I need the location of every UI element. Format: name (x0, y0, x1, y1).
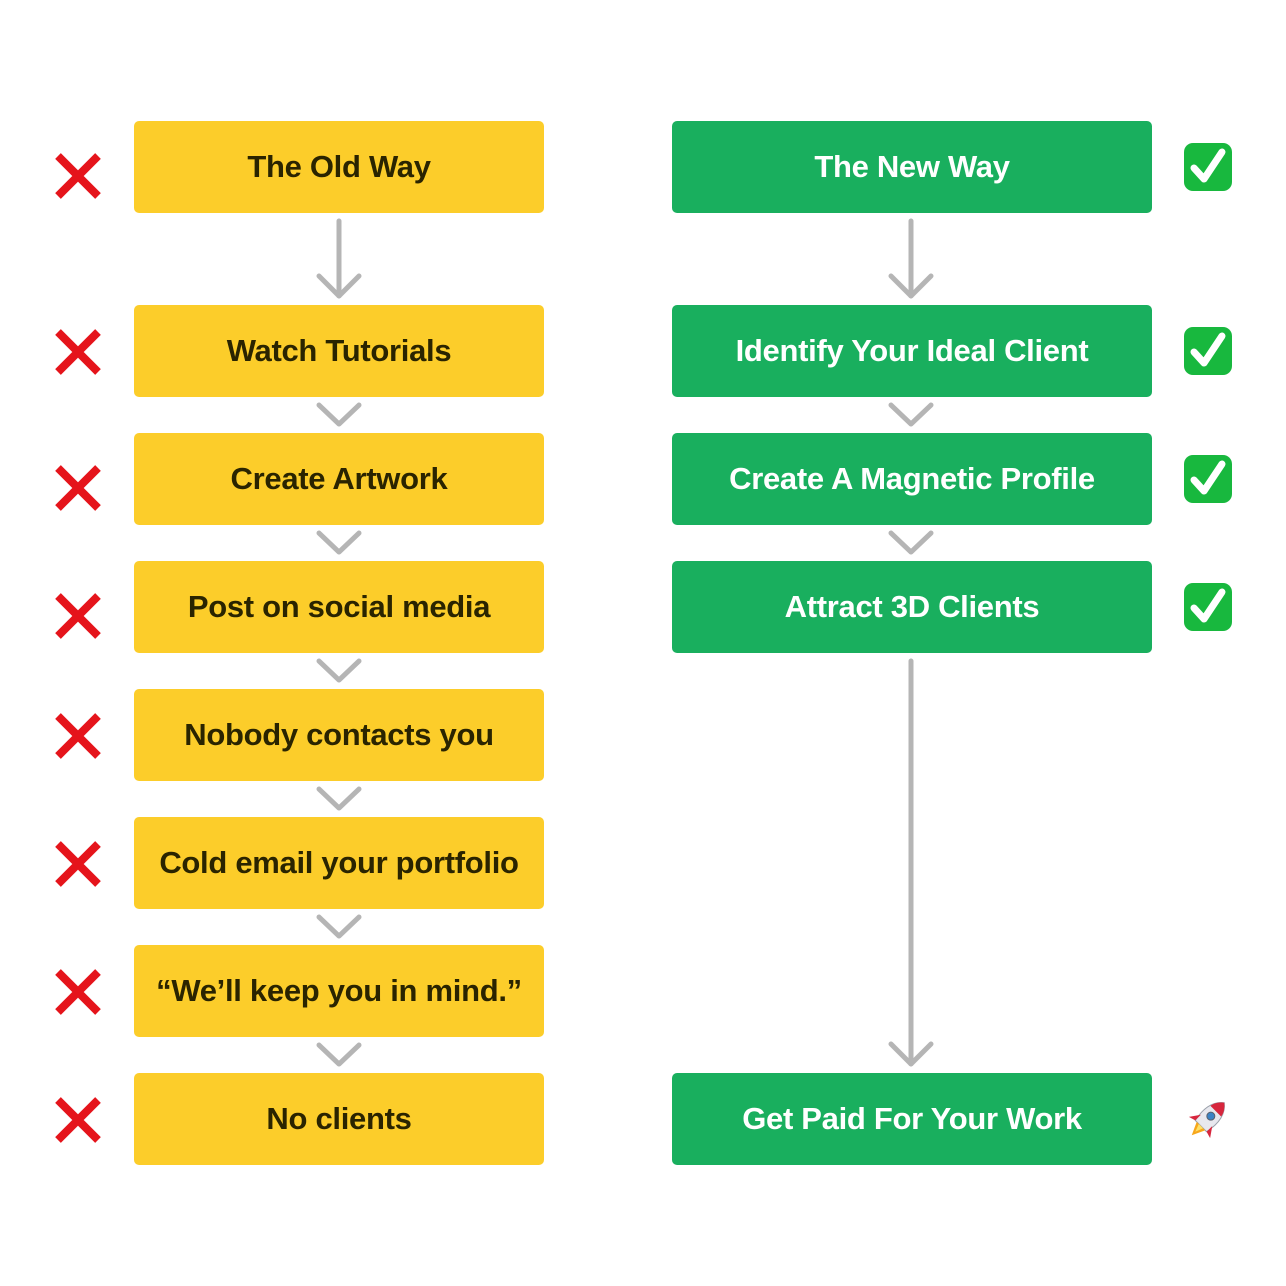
old-step-nobody-contacts: Nobody contacts you (134, 689, 544, 781)
old-arrow-4 (316, 658, 362, 683)
old-arrow-5 (316, 786, 362, 811)
old-step-keep-in-mind: “We’ll keep you in mind.” (134, 945, 544, 1037)
cross-icon (55, 465, 101, 511)
cross-icon (55, 841, 101, 887)
old-arrow-6 (316, 914, 362, 939)
old-arrow-3 (316, 530, 362, 555)
new-step-get-paid: Get Paid For Your Work (672, 1073, 1152, 1165)
new-step-attract-clients: Attract 3D Clients (672, 561, 1152, 653)
new-arrow-4 (888, 658, 934, 1067)
new-step-magnetic-profile: Create A Magnetic Profile (672, 433, 1152, 525)
new-step-title: The New Way (672, 121, 1152, 213)
new-arrow-1 (888, 218, 934, 299)
cross-icon (55, 593, 101, 639)
old-step-create-artwork: Create Artwork (134, 433, 544, 525)
new-arrow-3 (888, 530, 934, 555)
check-icon (1184, 327, 1232, 375)
check-icon (1184, 143, 1232, 191)
cross-icon (55, 1097, 101, 1143)
check-icon (1184, 583, 1232, 631)
old-step-title: The Old Way (134, 121, 544, 213)
old-arrow-1 (316, 218, 362, 299)
old-arrow-7 (316, 1042, 362, 1067)
check-icon (1184, 455, 1232, 503)
cross-icon (55, 153, 101, 199)
rocket-icon (1188, 1102, 1225, 1139)
old-arrow-2 (316, 402, 362, 427)
new-step-identify-client: Identify Your Ideal Client (672, 305, 1152, 397)
cross-icon (55, 969, 101, 1015)
cross-icon (55, 329, 101, 375)
cross-icon (55, 713, 101, 759)
new-arrow-2 (888, 402, 934, 427)
old-step-watch-tutorials: Watch Tutorials (134, 305, 544, 397)
old-step-cold-email: Cold email your portfolio (134, 817, 544, 909)
old-step-post-social: Post on social media (134, 561, 544, 653)
old-step-no-clients: No clients (134, 1073, 544, 1165)
